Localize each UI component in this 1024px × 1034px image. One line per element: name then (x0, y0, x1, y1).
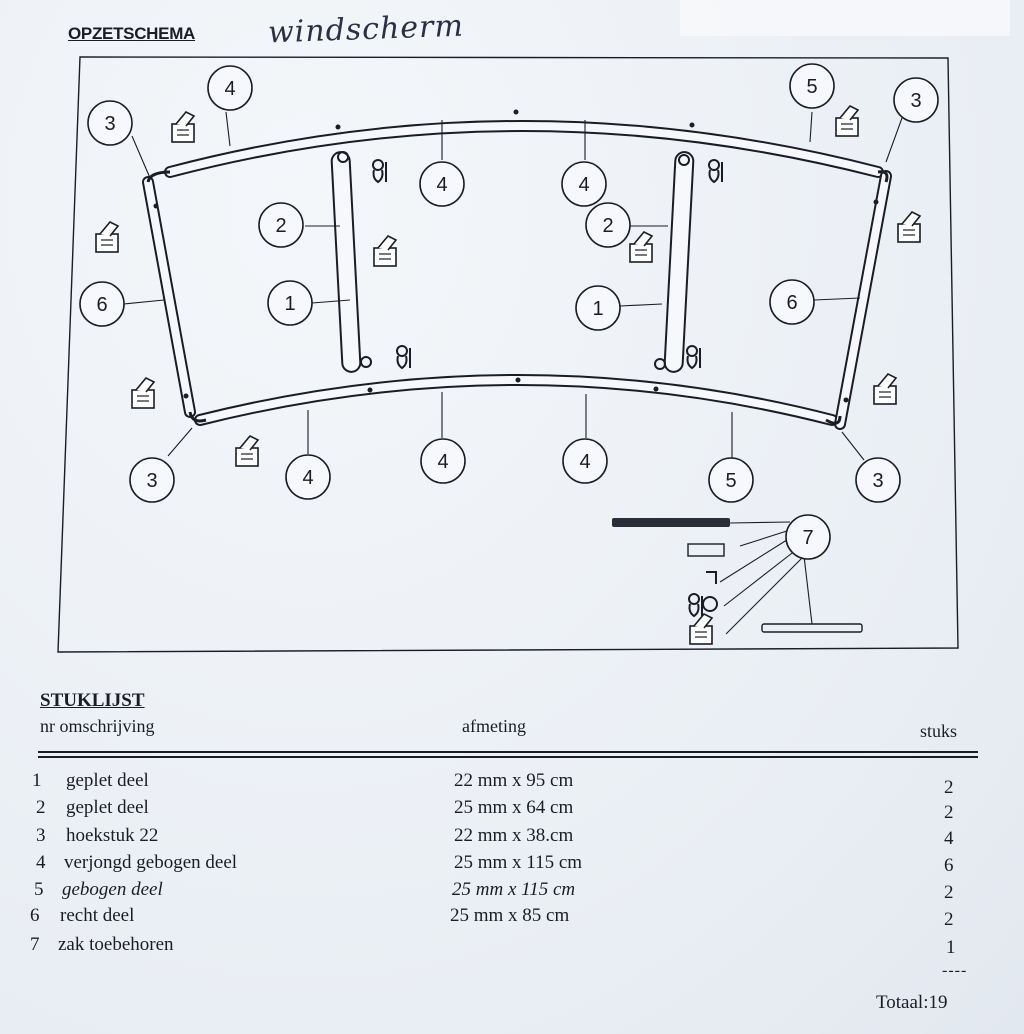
table-row: 1 geplet deel 22 mm x 95 cm 2 (0, 770, 1024, 798)
header-nr-description: nr omschrijving (40, 716, 155, 736)
header-rule-top (38, 751, 978, 753)
row-description: hoekstuk 22 (66, 825, 159, 846)
row-size: 25 mm x 115 cm (452, 879, 576, 900)
row-nr: 3 (36, 825, 46, 846)
diagram-title: OPZETSCHEMA (68, 24, 196, 43)
table-row: 3 hoekstuk 22 22 mm x 38.cm 4 (0, 825, 1024, 852)
accessory-rod (612, 518, 730, 527)
left-side-tube (144, 178, 194, 416)
row-size: 25 mm x 85 cm (450, 905, 570, 926)
callout-3-top-left: 3 (104, 113, 115, 135)
diagram-frame (57, 56, 959, 653)
right-side-tube (836, 172, 890, 428)
assembly-diagram: 4 3 5 3 4 4 2 2 1 1 6 6 3 4 4 4 5 3 7 (57, 56, 959, 653)
row-qty: 2 (944, 882, 954, 903)
table-row: 2 geplet deel 25 mm x 64 cm 2 (0, 797, 1024, 824)
callout-5-bottom-right: 5 (725, 470, 736, 492)
callout-4-top-mid-right: 4 (578, 174, 589, 196)
callout-4-bottom-mid-right: 4 (579, 451, 590, 473)
accessory-clip (687, 543, 725, 557)
row-qty: 2 (944, 909, 954, 930)
row-description: gebogen deel (62, 879, 163, 900)
total-count: Totaal:19 (876, 992, 948, 1013)
row-nr: 5 (34, 879, 44, 900)
row-qty: 6 (944, 855, 954, 876)
header-qty: stuks (920, 721, 958, 741)
row-nr: 7 (30, 934, 40, 955)
table-row: 4 verjongd gebogen deel 25 mm x 115 cm 6 (0, 852, 1024, 879)
row-description: zak toebehoren (58, 934, 174, 955)
callout-4-bottom-left: 4 (302, 467, 313, 489)
callout-3-bottom-left: 3 (146, 470, 157, 492)
top-arc-tube (166, 122, 882, 176)
callout-4-top-left: 4 (224, 78, 235, 100)
table-row: 6 recht deel 25 mm x 85 cm 2 (0, 905, 1024, 932)
row-description: geplet deel (66, 797, 149, 818)
header-size: afmeting (462, 716, 526, 736)
row-qty: 4 (944, 828, 954, 849)
header-rule-bottom (38, 756, 978, 758)
row-nr: 4 (36, 852, 46, 873)
callout-6-right: 6 (786, 292, 797, 314)
pole-right (663, 151, 695, 373)
callout-3-bottom-right: 3 (872, 470, 883, 492)
row-size: 22 mm x 38.cm (454, 825, 574, 846)
row-nr: 2 (36, 797, 46, 818)
callout-4-bottom-mid-left: 4 (437, 451, 448, 473)
callout-2-right: 2 (602, 215, 613, 237)
parts-list-title: STUKLIJST (40, 690, 145, 711)
row-nr: 1 (32, 770, 42, 791)
callout-2-left: 2 (275, 215, 286, 237)
callout-7-accessories: 7 (802, 527, 813, 549)
total-separator: ---- (942, 962, 968, 979)
pole-left (330, 151, 362, 373)
row-nr: 6 (30, 905, 40, 926)
callout-5-top-right: 5 (806, 76, 817, 98)
row-description: geplet deel (66, 770, 149, 791)
table-row: 7 zak toebehoren 1 (0, 934, 1024, 961)
row-size: 22 mm x 95 cm (454, 770, 574, 791)
row-qty: 1 (946, 937, 956, 958)
row-qty: 2 (944, 802, 954, 823)
callout-6-left: 6 (96, 294, 107, 316)
scan-smudge (680, 0, 1010, 36)
row-size: 25 mm x 115 cm (454, 852, 583, 873)
callout-1-left: 1 (284, 293, 295, 315)
table-row: 5 gebogen deel 25 mm x 115 cm 2 (0, 879, 1024, 906)
callout-1-right: 1 (592, 298, 603, 320)
callout-4-top-mid-left: 4 (436, 174, 447, 196)
callout-3-top-right: 3 (910, 90, 921, 112)
row-size: 25 mm x 64 cm (454, 797, 574, 818)
row-description: recht deel (60, 905, 135, 926)
row-qty: 2 (944, 777, 954, 798)
accessory-rod-2 (761, 623, 863, 633)
row-description: verjongd gebogen deel (64, 852, 238, 873)
